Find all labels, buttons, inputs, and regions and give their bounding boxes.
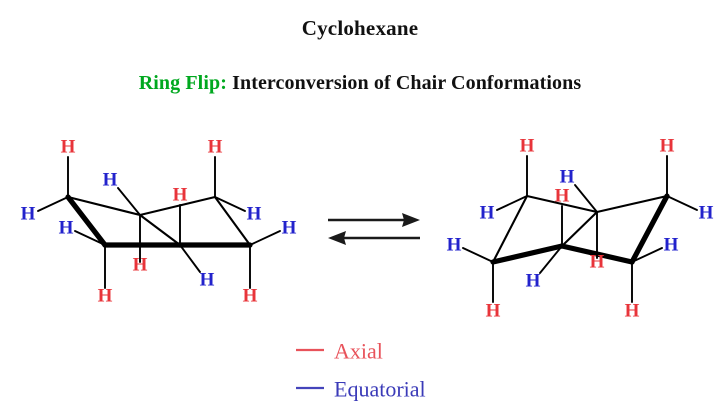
hydrogen-bond-equatorial — [74, 230, 106, 246]
ring-bond-front — [490, 243, 565, 265]
hydrogen-label-equatorial: H — [200, 270, 215, 291]
hydrogen-label-axial: H — [61, 137, 76, 158]
legend-label-axial: Axial — [334, 339, 383, 364]
legend: Axial Equatorial — [296, 339, 426, 402]
hydrogen-label-equatorial: H — [282, 218, 297, 239]
ring-bond-front — [65, 194, 108, 248]
ring-bond — [138, 195, 217, 217]
hydrogen-label-equatorial: H — [699, 203, 714, 224]
ring-bond — [213, 195, 252, 247]
ring-bond — [491, 194, 529, 264]
ring-bond — [66, 195, 142, 217]
hydrogen-label-equatorial: H — [447, 235, 462, 256]
hydrogen-label-axial: H — [520, 136, 535, 157]
hydrogen-label-axial: H — [590, 252, 605, 273]
hydrogen-label-axial: H — [555, 186, 570, 207]
hydrogen-bond-equatorial — [462, 247, 494, 263]
subtitle-ring-flip-label: Ring Flip: — [138, 72, 227, 94]
hydrogen-label-equatorial: H — [664, 235, 679, 256]
hydrogen-bond-equatorial — [37, 196, 69, 212]
page-title: Cyclohexane — [301, 16, 419, 40]
hydrogen-label-equatorial: H — [560, 167, 575, 188]
hydrogen-label-equatorial: H — [480, 203, 495, 224]
hydrogen-label-axial: H — [625, 301, 640, 322]
hydrogen-bond-equatorial — [214, 196, 246, 212]
hydrogen-label-axial: H — [660, 136, 675, 157]
equilibrium-arrow-forward-head — [402, 213, 420, 227]
hydrogen-bond-equatorial — [666, 195, 698, 211]
hydrogen-bond-equatorial — [179, 244, 201, 273]
ring-bond-front — [629, 193, 670, 265]
hydrogen-label-equatorial: H — [59, 218, 74, 239]
hydrogen-label-equatorial: H — [103, 170, 118, 191]
hydrogen-bond-equatorial — [574, 184, 598, 213]
hydrogen-bond-equatorial — [249, 230, 281, 246]
hydrogen-label-equatorial: H — [21, 204, 36, 225]
hydrogen-label-axial: H — [243, 286, 258, 307]
hydrogen-bond-equatorial — [117, 187, 141, 216]
ring-bond — [560, 210, 599, 248]
subtitle: Ring Flip: Interconversion of Chair Conf… — [0, 72, 720, 95]
hydrogen-label-axial: H — [133, 255, 148, 276]
ring-bond — [595, 194, 669, 214]
hydrogen-label-axial: H — [173, 185, 188, 206]
equilibrium-arrows — [328, 213, 420, 245]
hydrogen-label-equatorial: H — [526, 271, 541, 292]
subtitle-rest: Interconversion of Chair Conformations — [226, 72, 582, 94]
hydrogen-label-axial: H — [486, 301, 501, 322]
hydrogen-label-equatorial: H — [247, 204, 262, 225]
hydrogen-bond-equatorial — [496, 195, 528, 211]
hydrogen-bond-equatorial — [539, 245, 563, 274]
equilibrium-arrow-reverse-head — [328, 231, 346, 245]
ring-bond — [138, 213, 182, 247]
hydrogen-label-axial: H — [208, 137, 223, 158]
hydrogen-bond-equatorial — [631, 247, 663, 263]
ring-bond — [525, 194, 599, 214]
hydrogen-label-axial: H — [98, 286, 113, 307]
legend-label-equatorial: Equatorial — [334, 377, 426, 402]
